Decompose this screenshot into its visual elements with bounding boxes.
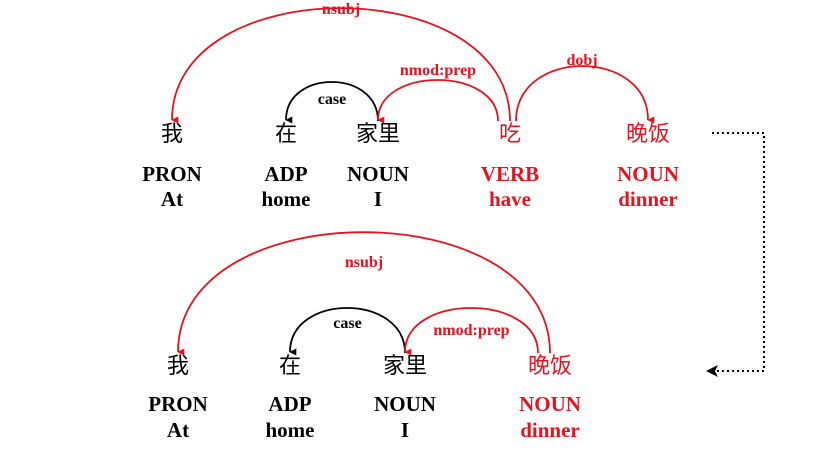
pos-tag: NOUN [519, 392, 581, 416]
dependency-arc-case [289, 307, 406, 356]
pos-tag: ADP [264, 162, 307, 186]
dependency-arc-nsubj [171, 7, 511, 124]
english-gloss: At [161, 187, 183, 211]
token-word: 家里 [356, 122, 400, 147]
token-word: 晚饭 [626, 122, 670, 147]
pos-tag: PRON [142, 162, 202, 186]
bottom-parse-tree: 我PRONAt在ADPhome家里NOUNI晚饭NOUNdinnernsubjc… [148, 231, 581, 442]
token-word: 我 [161, 122, 183, 147]
arc-label: nsubj [345, 254, 383, 271]
dependency-arc-nmod-prep [377, 79, 499, 124]
pos-tag: NOUN [617, 162, 679, 186]
dependency-arc-nmod-prep [404, 307, 539, 356]
english-gloss: dinner [520, 418, 580, 442]
transform-arrow [706, 132, 765, 377]
dependency-arc-case [285, 81, 379, 124]
token-word: 在 [279, 354, 301, 379]
english-gloss: I [401, 418, 409, 442]
arc-label: case [333, 315, 361, 332]
arc-label: nsubj [322, 1, 360, 18]
token-word: 晚饭 [528, 354, 572, 379]
pos-tag: NOUN [347, 162, 409, 186]
token-word: 吃 [499, 122, 521, 147]
english-gloss: home [262, 187, 311, 211]
token-word: 我 [167, 354, 189, 379]
english-gloss: dinner [618, 187, 678, 211]
english-gloss: home [266, 418, 315, 442]
english-gloss: At [167, 418, 189, 442]
pos-tag: VERB [481, 162, 539, 186]
token-word: 家里 [383, 354, 427, 379]
dependency-arc-dobj [515, 65, 655, 124]
pos-tag: NOUN [374, 392, 436, 416]
top-parse-tree: 我PRONAt在ADPhome家里NOUNI吃VERBhave晚饭NOUNdin… [142, 1, 679, 211]
english-gloss: I [374, 187, 382, 211]
english-gloss: have [489, 187, 531, 211]
arc-label: case [318, 91, 346, 108]
dependency-arc-nsubj [177, 231, 551, 356]
token-word: 在 [275, 122, 297, 147]
pos-tag: ADP [268, 392, 311, 416]
arc-label: nmod:prep [433, 322, 509, 339]
arc-label: dobj [566, 52, 597, 69]
arc-label: nmod:prep [400, 62, 476, 79]
pos-tag: PRON [148, 392, 208, 416]
